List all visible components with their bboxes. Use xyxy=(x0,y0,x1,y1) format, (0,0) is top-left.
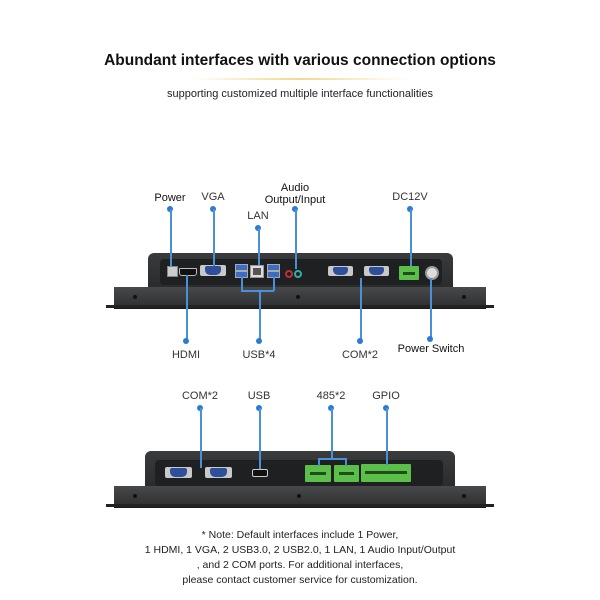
callout-line xyxy=(273,277,275,291)
callout-line xyxy=(295,209,297,269)
callout-dot xyxy=(183,338,189,344)
footnote-line: please contact customer service for cust… xyxy=(182,574,418,586)
screw-icon xyxy=(462,494,466,498)
dc12v-terminal-icon xyxy=(399,266,419,280)
callout-line xyxy=(331,408,333,458)
com-port-icon xyxy=(364,266,389,276)
device-lip xyxy=(106,305,494,308)
device-flange xyxy=(114,287,486,309)
label-audio-line2: Output/Input xyxy=(264,194,326,206)
screw-icon xyxy=(296,295,300,299)
callout-line xyxy=(259,290,261,341)
callout-line xyxy=(360,278,362,341)
com-port-icon xyxy=(165,467,192,478)
callout-dot xyxy=(357,338,363,344)
callout-line xyxy=(430,278,432,339)
audio-jack-icon xyxy=(285,270,293,278)
label-vga: VGA xyxy=(201,191,225,203)
callout-line xyxy=(241,277,243,291)
callout-bracket xyxy=(318,458,346,460)
rs485-terminal-icon xyxy=(334,465,359,482)
footnote: * Note: Default interfaces include 1 Pow… xyxy=(0,528,600,588)
lan-port-icon xyxy=(250,265,264,278)
com-port-icon xyxy=(205,467,232,478)
label-lan: LAN xyxy=(247,210,269,222)
callout-dot xyxy=(427,336,433,342)
label-audio-line1: Audio xyxy=(280,182,310,194)
callout-line xyxy=(258,228,260,265)
callout-line xyxy=(170,209,172,267)
callout-bracket xyxy=(241,290,274,292)
usb-port-icon xyxy=(267,264,280,271)
label-power: Power xyxy=(154,192,186,204)
page-title: Abundant interfaces with various connect… xyxy=(104,52,496,69)
power-jack-icon xyxy=(167,266,178,277)
callout-line xyxy=(186,275,188,341)
label-audio: Audio Output/Input xyxy=(265,182,326,206)
page-subtitle: supporting customized multiple interface… xyxy=(167,88,433,100)
callout-line xyxy=(200,408,202,468)
label-power-switch: Power Switch xyxy=(397,343,465,355)
label-gpio: GPIO xyxy=(372,390,400,402)
usb-port-icon xyxy=(252,469,268,477)
gpio-terminal-icon xyxy=(361,464,411,482)
screw-icon xyxy=(462,295,466,299)
label-com2-bottom: COM*2 xyxy=(181,390,219,402)
power-switch-icon xyxy=(425,266,439,280)
callout-line xyxy=(345,458,347,466)
device-lip xyxy=(106,504,494,507)
footnote-line: * Note: Default interfaces include 1 Pow… xyxy=(201,529,399,541)
footnote-line: 1 HDMI, 1 VGA, 2 USB3.0, 2 USB2.0, 1 LAN… xyxy=(144,544,456,556)
label-usb4: USB*4 xyxy=(242,349,276,361)
callout-line xyxy=(410,209,412,266)
com-port-icon xyxy=(328,266,353,276)
callout-dot xyxy=(256,338,262,344)
callout-line xyxy=(318,458,320,466)
rs485-terminal-icon xyxy=(305,465,331,482)
label-usb-bottom: USB xyxy=(247,390,271,402)
label-485: 485*2 xyxy=(316,390,346,402)
usb-port-icon xyxy=(235,264,248,271)
audio-jack-icon xyxy=(294,270,302,278)
callout-line xyxy=(259,408,261,469)
label-com2: COM*2 xyxy=(341,349,379,361)
label-hdmi: HDMI xyxy=(171,349,201,361)
screw-icon xyxy=(133,295,137,299)
callout-line xyxy=(213,209,215,266)
label-dc12v: DC12V xyxy=(392,191,428,203)
callout-line xyxy=(386,408,388,465)
screw-icon xyxy=(133,494,137,498)
title-underline xyxy=(190,78,410,80)
vga-port-icon xyxy=(200,265,226,276)
footnote-line: , and 2 COM ports. For additional interf… xyxy=(196,559,404,571)
screw-icon xyxy=(297,494,301,498)
hdmi-port-icon xyxy=(179,268,197,276)
